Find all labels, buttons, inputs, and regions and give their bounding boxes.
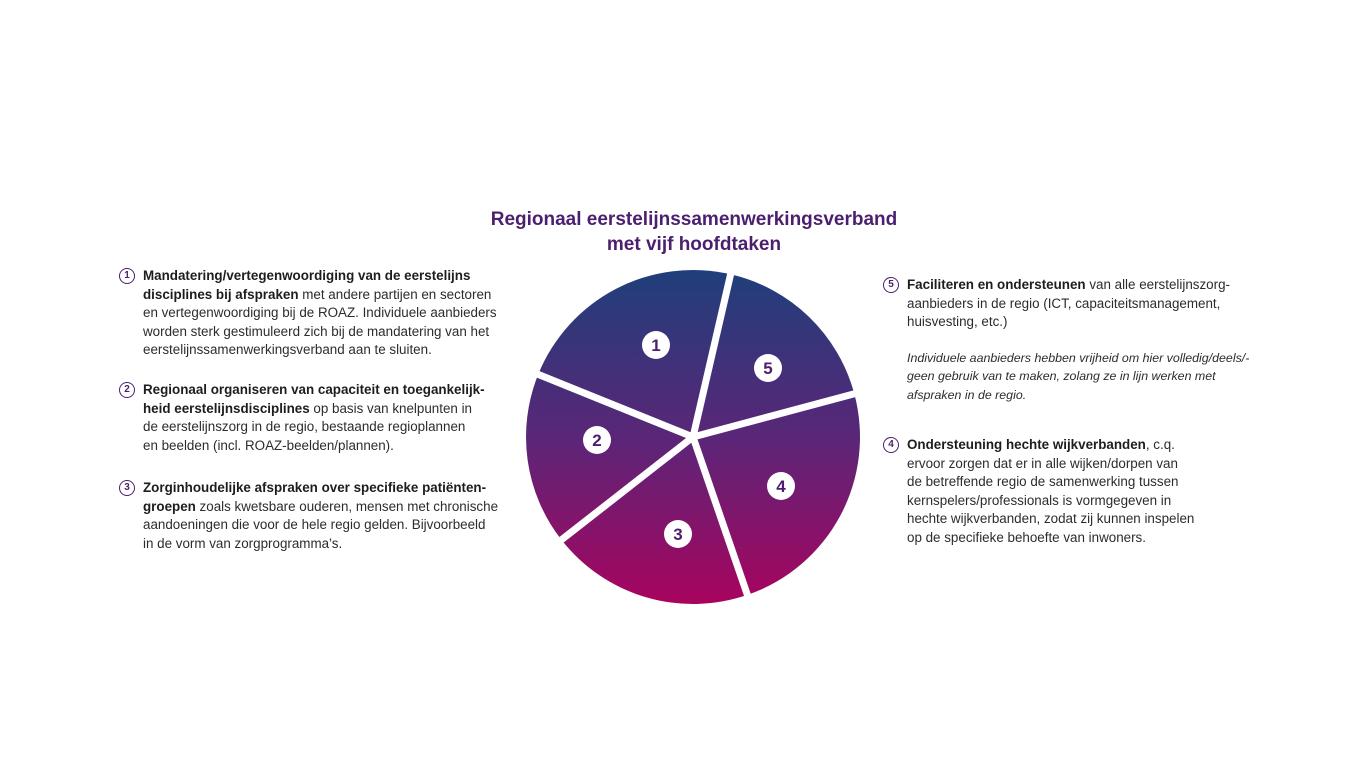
pie-segment-3 bbox=[561, 437, 748, 605]
task-line: Mandatering/vertegenwoordiging van de ee… bbox=[143, 268, 471, 283]
pie-segment-2 bbox=[526, 374, 693, 540]
pie-segment-1 bbox=[538, 270, 731, 437]
task-number-badge: 4 bbox=[883, 437, 899, 453]
task-line: Zorginhoudelijke afspraken over specifie… bbox=[143, 480, 487, 495]
segment-separator bbox=[692, 389, 860, 441]
segment-number-3: 3 bbox=[673, 525, 682, 544]
segment-badge-circle bbox=[754, 354, 782, 382]
task-line: en vertegenwoordiging bij de ROAZ. Indiv… bbox=[143, 305, 497, 321]
diagram-title: Regionaal eerstelijnssamenwerkingsverban… bbox=[444, 207, 944, 257]
segment-number-2: 2 bbox=[592, 431, 601, 450]
task-line: kernspelers/professionals is vormgegeven… bbox=[907, 492, 1172, 508]
segment-badge-circle bbox=[664, 520, 692, 548]
task-line: ervoor zorgen dat er in alle wijken/dorp… bbox=[907, 455, 1178, 471]
task-number-badge: 2 bbox=[119, 382, 135, 398]
task-line: heid eerstelijnsdisciplines op basis van… bbox=[143, 400, 472, 416]
title-line-1: Regionaal eerstelijnssamenwerkingsverban… bbox=[490, 209, 898, 230]
segment-separator bbox=[689, 269, 735, 438]
task-5: 5 Faciliteren en ondersteunen van alle e… bbox=[883, 276, 1249, 405]
title-line-2: met vijf hoofdtaken bbox=[606, 234, 782, 255]
task-5-note: Individuele aanbieders hebben vrijheid o… bbox=[907, 349, 1249, 405]
task-line: disciplines bij afspraken met andere par… bbox=[143, 286, 492, 302]
task-number-badge: 1 bbox=[119, 268, 135, 284]
segment-number-4: 4 bbox=[776, 477, 786, 496]
segment-separator bbox=[533, 369, 695, 441]
task-line: op de specifieke behoefte van inwoners. bbox=[907, 529, 1146, 545]
task-2: 2 Regionaal organiseren van capaciteit e… bbox=[119, 381, 485, 455]
task-line: aanbieders in de regio (ICT, capaciteits… bbox=[907, 295, 1221, 311]
task-3: 3 Zorginhoudelijke afspraken over specif… bbox=[119, 479, 499, 553]
task-line: in de vorm van zorgprogramma’s. bbox=[143, 535, 343, 551]
note-line: afspraken in de regio. bbox=[907, 387, 1027, 402]
task-line: worden sterk gestimuleerd zich bij de ma… bbox=[143, 323, 490, 339]
segment-number-1: 1 bbox=[651, 336, 660, 355]
task-line: Faciliteren en ondersteunen van alle eer… bbox=[907, 277, 1230, 292]
segment-badge-circle bbox=[642, 331, 670, 359]
task-4: 4 Ondersteuning hechte wijkverbanden, c.… bbox=[883, 436, 1195, 548]
task-line: de eerstelijnszorg in de regio, bestaand… bbox=[143, 419, 466, 435]
note-line: Individuele aanbieders hebben vrijheid o… bbox=[907, 350, 1250, 365]
segment-badge-circle bbox=[767, 472, 795, 500]
task-number-badge: 3 bbox=[119, 480, 135, 496]
segment-number-5: 5 bbox=[763, 359, 772, 378]
task-line: en beelden (incl. ROAZ-beelden/plannen). bbox=[143, 437, 394, 453]
segment-separator bbox=[689, 435, 753, 600]
segment-badge-circle bbox=[583, 426, 611, 454]
segment-separator bbox=[556, 434, 696, 546]
task-line: hechte wijkverbanden, zodat zij kunnen i… bbox=[907, 511, 1195, 527]
note-line: geen gebruik van te maken, zolang ze in … bbox=[907, 369, 1216, 384]
task-line: huisvesting, etc.) bbox=[907, 314, 1008, 330]
task-line: aandoeningen die voor de hele regio geld… bbox=[143, 517, 486, 533]
task-line: eerstelijnssamenwerkingsverband aan te s… bbox=[143, 342, 432, 358]
pie-separators bbox=[533, 269, 860, 600]
task-line: de betreffende regio de samenwerking tus… bbox=[907, 474, 1179, 490]
segment-badges: 1 2 3 4 5 bbox=[583, 331, 795, 548]
task-1: 1 Mandatering/vertegenwoordiging van de … bbox=[119, 267, 497, 360]
task-line: Ondersteuning hechte wijkverbanden, c.q. bbox=[907, 437, 1175, 452]
task-line: groepen zoals kwetsbare ouderen, mensen … bbox=[143, 498, 499, 514]
task-line: Regionaal organiseren van capaciteit en … bbox=[143, 382, 485, 397]
task-number-badge: 5 bbox=[883, 277, 899, 293]
